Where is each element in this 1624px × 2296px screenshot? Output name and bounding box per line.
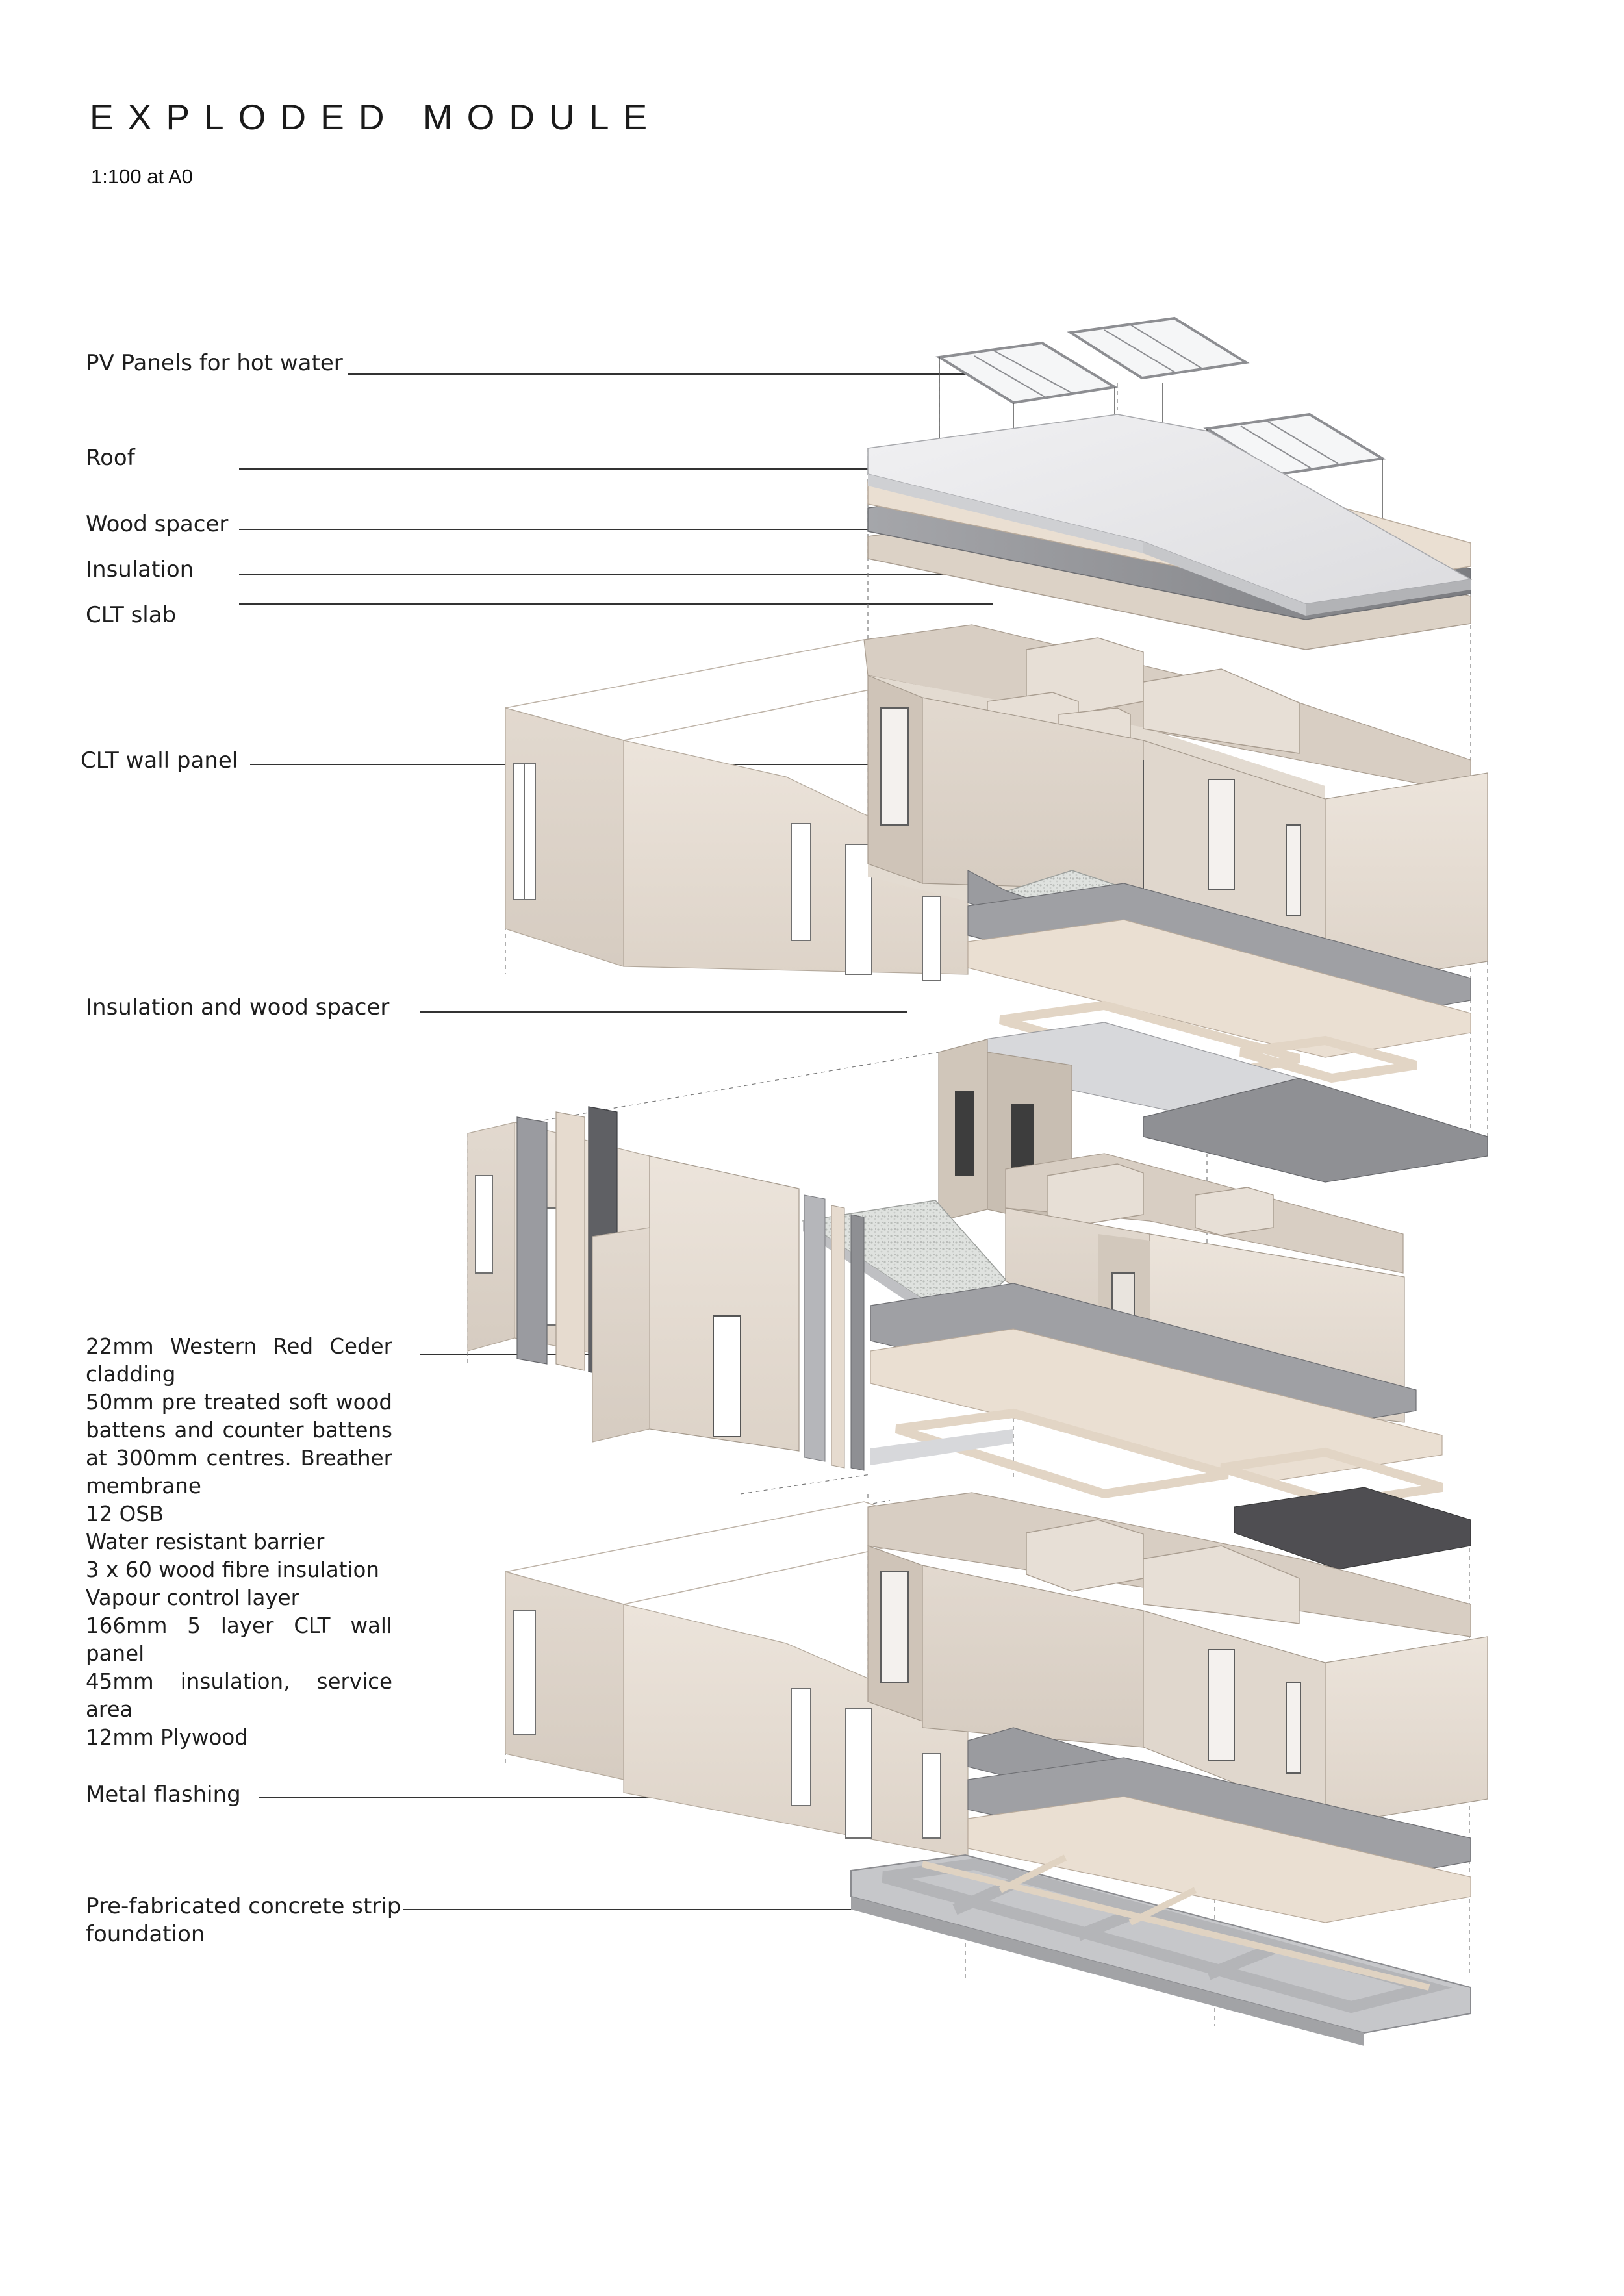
spec-line: Water resistant barrier [86, 1530, 325, 1554]
label-clt-wall-panel: CLT wall panel [81, 748, 238, 774]
spec-line: at 300mm centres. Breather [86, 1446, 392, 1470]
spec-line: membrane [86, 1474, 201, 1498]
spec-line: 166mm 5 layer CLT wall panel [86, 1613, 392, 1666]
page-title: EXPLODED MODULE [90, 97, 662, 137]
label-foundation-line-2: foundation [86, 1921, 205, 1947]
label-metal-flashing: Metal flashing [86, 1782, 241, 1808]
label-insulation: Insulation [86, 557, 194, 583]
spec-line: 12 OSB [86, 1502, 164, 1526]
upper-end-wall [1325, 772, 1488, 988]
spec-line: 22mm Western Red Ceder [86, 1334, 392, 1359]
label-pv-panels: PV Panels for hot water [86, 350, 343, 376]
label-clt-slab: CLT slab [86, 602, 177, 628]
label-roof: Roof [86, 445, 135, 471]
spec-line: 45mm insulation, service [86, 1669, 392, 1694]
wall-build-up-layers [516, 1106, 865, 1471]
spec-line: area [86, 1697, 133, 1722]
spec-line: battens and counter battens [86, 1418, 392, 1443]
pv-panels [935, 316, 1386, 546]
scale-note: 1:100 at A0 [91, 165, 193, 188]
pv-panel-2 [1067, 316, 1250, 380]
spec-line: Vapour control layer [86, 1585, 299, 1610]
label-foundation-line-1: Pre-fabricated concrete strip [86, 1893, 401, 1919]
wall-build-up-spec: 22mm Western Red Ceder cladding 50mm pre… [86, 1333, 392, 1752]
spec-line: cladding [86, 1362, 176, 1387]
spec-line: 3 x 60 wood fibre insulation [86, 1558, 380, 1582]
pv-panel-1 [935, 341, 1119, 405]
spec-line: 50mm pre treated soft wood [86, 1390, 392, 1415]
base-layers [967, 1757, 1471, 1923]
interfloor-layers-upper [967, 883, 1488, 1183]
label-insulation-wood-spacer: Insulation and wood spacer [86, 994, 390, 1020]
concrete-strip-foundation [850, 1854, 1471, 2046]
interfloor-layers-lower [870, 1283, 1471, 1570]
spec-line: 12mm Plywood [86, 1725, 248, 1750]
roof-stack [867, 414, 1473, 650]
label-wood-spacer: Wood spacer [86, 511, 229, 537]
